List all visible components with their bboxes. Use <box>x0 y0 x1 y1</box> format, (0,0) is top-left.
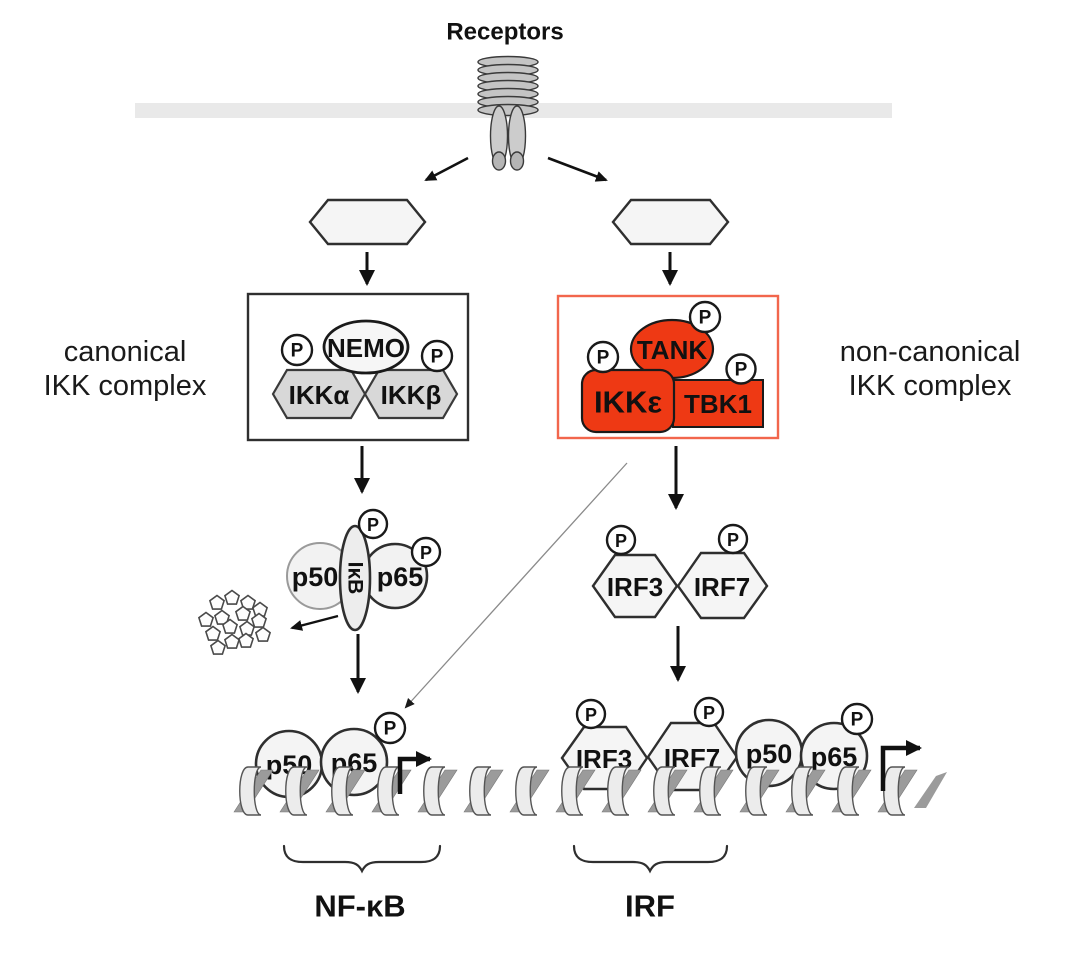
phospho-badge: P <box>420 339 454 373</box>
nfkb-gene-label: NF-κB <box>314 889 405 924</box>
irf7-label: IRF7 <box>694 572 750 602</box>
transcription-arrow-nfkb <box>397 751 432 794</box>
phospho-badge: P <box>373 711 407 745</box>
nemo-label: NEMO <box>327 333 405 363</box>
irf-brace <box>572 844 729 874</box>
phospho-badge: P <box>280 333 314 367</box>
canonical-complex-label-line2: IKK complex <box>44 370 207 402</box>
tank-label: TANK <box>637 335 708 365</box>
irf-gene-label: IRF <box>625 889 675 924</box>
canonical-ikk-complex-box: NEMO IKKα IKKβ P P <box>246 292 470 442</box>
tbk1-shape <box>672 379 764 428</box>
phospho-label: P <box>735 360 748 381</box>
phospho-badge: P <box>410 536 442 568</box>
phospho-label: P <box>703 703 715 723</box>
nfkb-ikb-complex: p50 p65 IκB P P <box>286 508 442 632</box>
receptors-label: Receptors <box>446 19 563 46</box>
phospho-badge: P <box>840 702 874 736</box>
ikb-ellipse <box>338 524 372 632</box>
nemo-ellipse <box>322 319 410 375</box>
phospho-label: P <box>431 347 444 368</box>
ikk-epsilon-label: IKKε <box>594 385 662 420</box>
p65-label: p65 <box>377 562 424 592</box>
irf-dimer: IRF3 IRF7 P P <box>591 523 769 620</box>
noncanonical-complex-label-line1: non-canonical <box>840 336 1021 368</box>
phospho-badge: P <box>693 696 725 728</box>
ikk-epsilon-shape <box>580 368 676 434</box>
ikb-label: IκB <box>344 562 367 595</box>
phospho-label: P <box>367 515 379 535</box>
phospho-label: P <box>597 348 610 369</box>
phospho-label: P <box>420 543 432 563</box>
phospho-label: P <box>851 710 864 731</box>
irf3-label: IRF3 <box>607 572 663 602</box>
crosstalk-phospho-arrow <box>404 462 628 709</box>
signal-hexagon-right <box>611 198 730 246</box>
phospho-badge: P <box>717 523 749 555</box>
phospho-label: P <box>727 530 739 550</box>
noncanonical-ikk-complex-box: TANK IKKε TBK1 P P P <box>556 294 780 440</box>
phospho-label: P <box>585 705 597 725</box>
ikb-degradation-arrow <box>290 614 339 631</box>
ikk-beta-label: IKKβ <box>381 380 442 410</box>
nfkb-brace <box>282 844 442 874</box>
ikk-alpha-label: IKKα <box>289 380 350 410</box>
canonical-complex-label-line1: canonical <box>64 336 187 368</box>
noncanonical-complex-label-line2: IKK complex <box>849 370 1012 402</box>
p50-label: p50 <box>292 562 339 592</box>
tbk1-label: TBK1 <box>684 389 752 419</box>
phospho-badge: P <box>688 300 722 334</box>
phospho-label: P <box>291 341 304 362</box>
phospho-badge: P <box>725 353 757 385</box>
branch-arrow-left <box>424 156 469 182</box>
phospho-badge: P <box>586 340 620 374</box>
irf7-hexagon <box>676 551 769 620</box>
branch-arrow-right <box>547 156 608 182</box>
phospho-label: P <box>615 531 627 551</box>
transcription-arrow-irf <box>880 740 922 791</box>
degraded-ikb-fragments <box>198 589 271 655</box>
p50-label: p50 <box>746 739 793 769</box>
phospho-badge: P <box>575 698 607 730</box>
phospho-label: P <box>699 308 712 329</box>
phospho-label: P <box>384 719 397 740</box>
phospho-badge: P <box>357 508 389 540</box>
dna-helix <box>233 766 947 816</box>
receptor-icon <box>477 55 539 171</box>
signal-hexagon-left <box>308 198 427 246</box>
dna-helix-tail <box>914 772 947 808</box>
phospho-badge: P <box>605 524 637 556</box>
